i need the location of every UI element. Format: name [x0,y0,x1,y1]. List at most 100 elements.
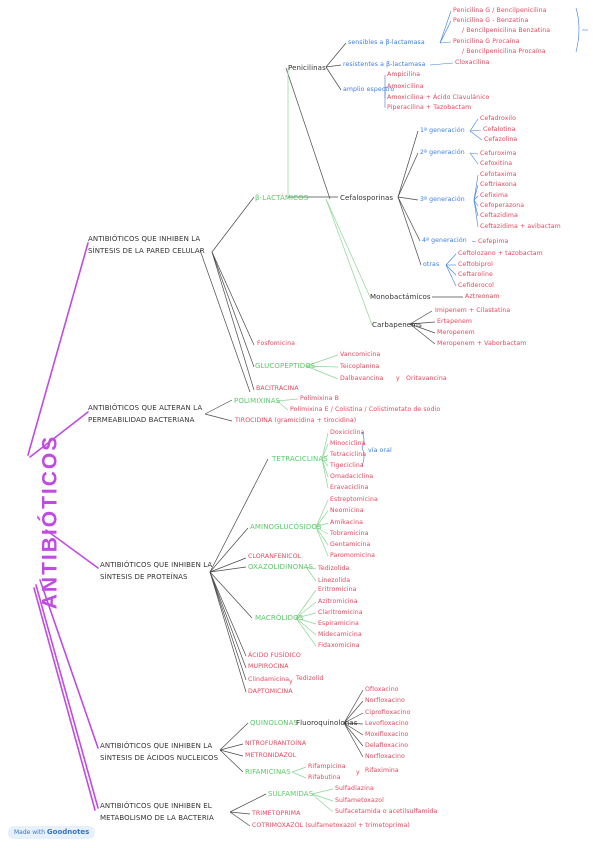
node-mupiro: MUPIROCINA [248,663,289,670]
node-cb3: Meropenem [437,329,475,336]
node-rf3: Rifaximina [365,767,399,774]
node-cloranf: CLORANFENICOL [248,553,302,560]
node-polimix: POLIMIXINAS [234,397,281,405]
node-p7: Ampicilina [387,71,421,78]
node-q4: Levofloxacino [365,720,409,727]
node-rfy: y [356,769,360,776]
node-am6: Paromomicina [330,552,376,559]
node-c12: Cefepima [478,238,509,245]
node-te6: Eravaciclina [330,484,369,491]
node-p6: Cloxacilina [455,59,490,66]
node-bacit: BACITRACINA [256,385,299,392]
node-pen_s2: resistentes a β-lactamasa [343,61,426,68]
node-ma3: Claritromicina [318,609,363,616]
node-c14: Ceftobiprol [458,261,493,268]
node-gl3y: y [396,375,400,382]
node-penicil: Penicilinas [288,64,326,72]
node-gl2: Teicoplanina [340,363,380,370]
node-cb2: Ertapenem [437,318,473,325]
node-te1: Doxiciclina [330,429,365,436]
badge-brand: Goodnotes [46,828,90,836]
node-cat2: ANTIBIÓTICOS QUE ALTERAN LA [88,404,203,412]
node-trimet: TRIMETOPRIMA [252,810,301,817]
node-rifamic: RIFAMICINAS [245,768,291,776]
node-gl4: Oritavancina [406,375,447,382]
node-tiroc: TIROCIDINA (gramicidina + tirocidina) [235,417,357,424]
node-quinol: QUINOLONAS [250,719,299,727]
node-rf1: Rifampicina [308,763,346,770]
node-daptom: DAPTOMICINA [248,688,293,695]
node-clinda: Clindamicina [248,676,290,683]
node-rf2: Rifabutina [308,774,341,781]
node-cat3: ANTIBIÓTICOS QUE INHIBEN LA [100,561,213,569]
node-gluco: GLUCOPÉPTIDOS [255,362,316,370]
node-p2: Penicilina G - Benzatina [453,17,529,24]
node-macrol: MACRÓLIDOS [255,614,304,622]
node-c2: Cefalotina [483,126,516,133]
node-monob: Monobactámicos [370,293,431,301]
node-metron: METRONIDAZOL [245,752,297,759]
node-cat5: ANTIBIÓTICOS QUE INHIBEN EL [100,802,212,810]
node-te4: Tigeciclina [330,462,364,469]
node-gen2: 2ª generación [420,149,465,156]
badge-made-with: Made with [14,829,45,836]
node-p9: Amoxicilina + Ácido Clavulánico [387,94,490,101]
node-su3: Sulfacetamida o acetilsulfamida [335,808,438,815]
node-cotrim: COTRIMOXAZOL (sulfametoxazol + trimetopr… [252,822,410,829]
node-cat2b: PERMEABILIDAD BACTERIANA [88,416,195,424]
node-amino: AMINOGLUCÓSIDOS [250,523,322,531]
node-cb1: Imipenem + Cilastatina [435,307,511,314]
node-pen_s1: sensibles a β-lactamasa [348,39,425,46]
node-tetrac: TETRACICLINAS [272,455,328,463]
node-c13: Ceftolozano + tazobactam [458,250,543,257]
node-betalac: β-LACTÁMICOS [255,194,309,202]
node-c6: Cefotaxima [480,171,517,178]
node-clinday: y [289,678,293,685]
node-gl3: Dalbavancina [340,375,384,382]
node-p1: Penicilina G / Bencilpenicilina [453,7,547,14]
node-su2: Sulfametoxazol [335,797,384,804]
node-p10: Piperacilina + Tazobactam [387,104,472,111]
node-ox1: Tedizolida [318,565,350,572]
node-q2: Norfloxacino [365,697,405,704]
node-c7: Ceftriaxona [480,181,517,188]
node-am2: Neomicina [330,507,364,514]
node-oxazol: OXAZOLIDINONAS [248,563,313,571]
node-c11: Ceftazidima + avibactam [480,223,561,230]
node-c9: Cefoperazona [480,202,525,209]
node-c10: Ceftazidima [480,212,518,219]
node-te3: Tetraciclina [330,451,367,458]
node-ma2: Azitromicina [318,598,358,605]
node-cat4: ANTIBIÓTICOS QUE INHIBEN LA [100,742,213,750]
node-carbap: Carbapenems [372,321,422,329]
node-q1: Ofloxacino [365,686,399,693]
node-pm2: Polimixina E / Colistina / Colistimetato… [290,406,441,413]
node-telit: Tedizolid [296,675,324,682]
node-ma1: Eritromicina [318,586,357,593]
node-ox2: Linezolida [318,577,351,584]
node-c8: Cefixima [480,192,509,199]
goodnotes-badge: Made with Goodnotes [8,826,96,839]
node-genN: otras [423,261,440,268]
node-q3: Ciprofloxacino [365,709,411,716]
node-p5: / Bencilpenicilina Procaína [462,48,546,55]
node-am5: Gentamicina [330,541,371,548]
node-fosfo: Fosfomicina [257,340,295,347]
node-cat1b: SÍNTESIS DE LA PARED CELULAR [88,247,205,255]
node-fusid: ÁCIDO FUSÍDICO [248,652,301,659]
node-c5: Cefoxitina [480,160,513,167]
node-am3: Amikacina [330,519,363,526]
node-sulfam: SULFAMIDAS [268,790,314,798]
node-cefalos: Cefalosporinas [340,194,394,202]
node-q5: Moxifloxacino [365,731,409,738]
node-c16: Cefiderocol [458,282,494,289]
node-pm1: Polimixina B [300,395,339,402]
node-cat5b: METABOLISMO DE LA BACTERIA [100,814,214,822]
node-cat4b: SÍNTESIS DE ÁCIDOS NUCLEICOS [100,754,219,762]
title-wrapper: ANTIBIÓTICOS [8,435,61,610]
node-am1: Estreptomicina [330,496,378,503]
node-te_vo: vía oral [368,447,392,454]
node-p4: Penicilina G Procaína [453,38,520,45]
node-gen3: 3ª generación [420,196,465,203]
